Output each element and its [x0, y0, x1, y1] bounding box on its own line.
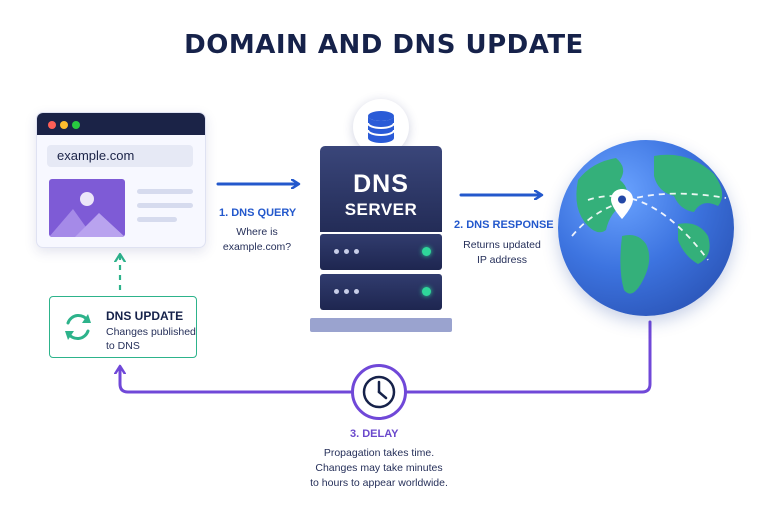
- server-unit: [320, 274, 442, 310]
- dns-query-text-1: Where is: [236, 226, 278, 238]
- dns-query-label: 1. DNS QUERY: [219, 207, 297, 219]
- dns-update-title: DNS UPDATE: [106, 309, 184, 323]
- window-maximize-dot: [72, 121, 80, 129]
- delay-label: 3. DELAY: [350, 428, 399, 440]
- server-light: [354, 249, 359, 254]
- server-light: [334, 249, 339, 254]
- server-base: [310, 318, 452, 332]
- server-light: [344, 289, 349, 294]
- server-label-server: SERVER: [344, 200, 418, 219]
- dns-server: DNS SERVER: [320, 146, 442, 232]
- database-badge: [353, 99, 409, 155]
- address-bar: example.com: [47, 145, 193, 167]
- server-light: [344, 249, 349, 254]
- server-status-light: [422, 247, 431, 256]
- text-placeholder-line: [137, 217, 177, 222]
- delay-text-3: to hours to appear worldwide.: [310, 477, 448, 489]
- globe: [558, 140, 734, 316]
- dns-query-text-2: example.com?: [222, 241, 292, 253]
- dns-update-card: DNS UPDATE Changes published to DNS: [49, 296, 197, 358]
- server-light: [334, 289, 339, 294]
- dns-response-text-2: IP address: [476, 254, 527, 266]
- image-icon: [49, 179, 125, 237]
- refresh-icon: [65, 314, 91, 340]
- window-close-dot: [48, 121, 56, 129]
- delay-clock-badge: [351, 364, 407, 420]
- text-placeholder-line: [137, 189, 193, 194]
- clock-icon: [362, 375, 396, 409]
- server-unit: [320, 234, 442, 270]
- delay-return-path: [405, 320, 652, 394]
- dns-response-label: 2. DNS RESPONSE: [454, 219, 554, 231]
- server-light: [354, 289, 359, 294]
- text-placeholder-line: [137, 203, 193, 208]
- dns-update-text: Changes published to DNS: [106, 326, 196, 352]
- dns-response-text-1: Returns updated: [463, 239, 541, 251]
- delay-text-2: Changes may take minutes: [315, 462, 443, 474]
- delay-text-1: Propagation takes time.: [323, 447, 435, 459]
- database-icon: [367, 111, 395, 143]
- delay-return-path-left: [120, 368, 353, 394]
- browser-title-bar: [37, 113, 205, 135]
- server-label-dns: DNS: [353, 170, 409, 198]
- location-pin-icon: [611, 189, 633, 219]
- browser-window: example.com: [36, 112, 206, 248]
- diagram-title: DOMAIN AND DNS UPDATE: [184, 30, 584, 60]
- window-minimize-dot: [60, 121, 68, 129]
- server-status-light: [422, 287, 431, 296]
